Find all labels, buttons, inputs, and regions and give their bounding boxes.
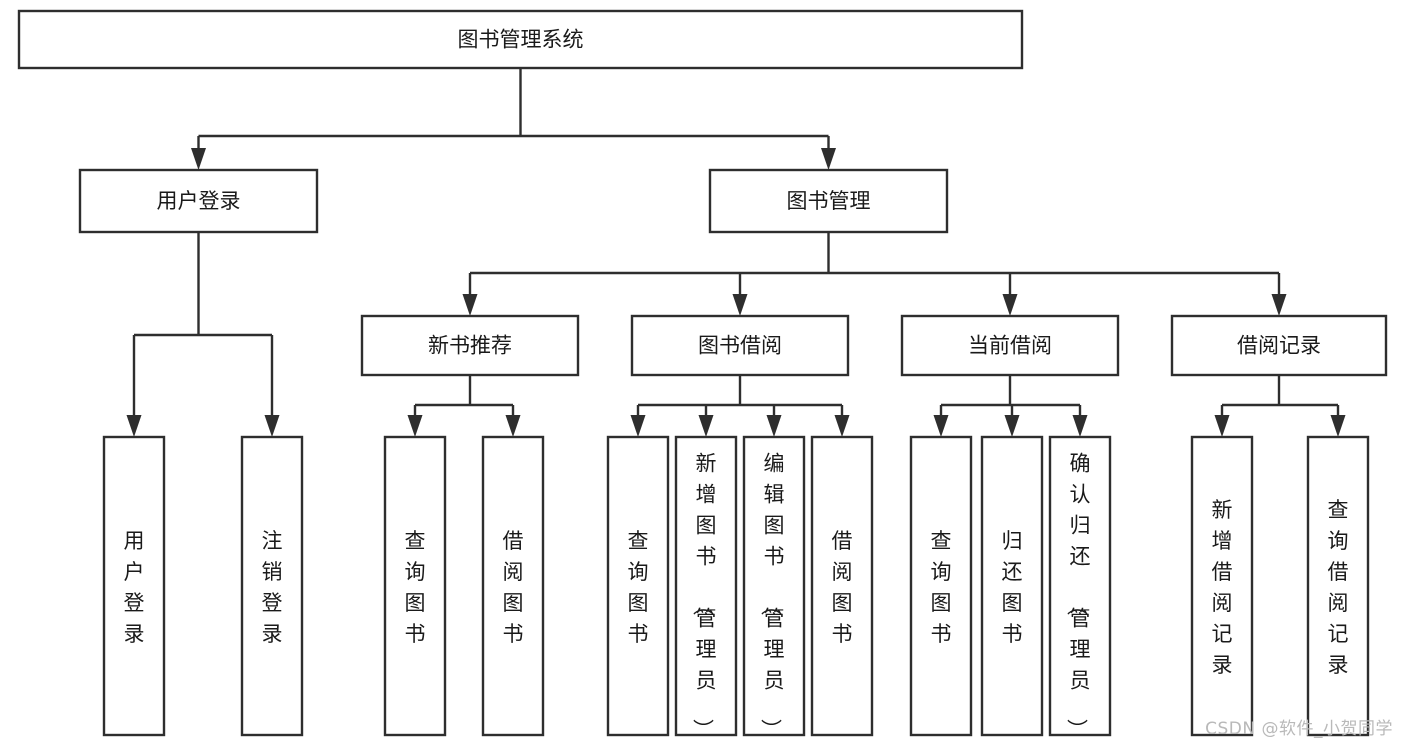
node-label: 当前借阅 — [968, 334, 1052, 358]
node-label: 图书管理系统 — [458, 28, 584, 52]
connector-user-login — [126, 232, 280, 437]
arrow-head — [264, 415, 280, 437]
node-book-manage[interactable]: 图书管理 — [708, 168, 949, 234]
node-label: 新书推荐 — [428, 334, 512, 358]
arrow-head — [1271, 294, 1287, 316]
node-label: 注销登录 — [262, 529, 283, 646]
node-leaf-logout[interactable]: 注销登录 — [240, 435, 304, 737]
node-box[interactable] — [360, 314, 580, 377]
node-label: 查询图书 — [931, 529, 952, 646]
node-leaf-add-record[interactable]: 新增借阅记录 — [1190, 435, 1254, 737]
node-box[interactable] — [810, 435, 874, 737]
arrow-head — [407, 415, 423, 437]
node-box[interactable] — [1170, 314, 1388, 377]
arrow-head — [732, 294, 748, 316]
node-label: 图书借阅 — [698, 334, 782, 358]
node-current-borrow[interactable]: 当前借阅 — [900, 314, 1120, 377]
connector-new-book-rec — [407, 375, 521, 437]
node-label: 查询图书 — [405, 529, 426, 646]
connector-book-manage — [462, 232, 1287, 316]
node-user-login[interactable]: 用户登录 — [78, 168, 319, 234]
node-new-book-rec[interactable]: 新书推荐 — [360, 314, 580, 377]
node-leaf-query-book-2[interactable]: 查询图书 — [606, 435, 670, 737]
node-box[interactable] — [1190, 435, 1254, 737]
node-box[interactable] — [674, 435, 738, 737]
node-box[interactable] — [240, 435, 304, 737]
arrow-head — [630, 415, 646, 437]
node-label: 借阅记录 — [1237, 334, 1321, 358]
node-leaf-edit-book[interactable]: 编辑图书（管理员） — [742, 435, 806, 740]
arrow-head — [505, 415, 521, 437]
node-label: 编辑图书（管理员） — [759, 452, 785, 740]
arrow-head — [933, 415, 949, 437]
node-label: 图书管理 — [787, 189, 871, 213]
connector-borrow-record — [1214, 375, 1346, 437]
node-box[interactable] — [383, 435, 447, 737]
node-label: 确认归还（管理员） — [1065, 452, 1091, 740]
node-leaf-add-book[interactable]: 新增图书（管理员） — [674, 435, 738, 740]
node-leaf-borrow-book-2[interactable]: 借阅图书 — [810, 435, 874, 737]
connector-current-borrow — [933, 375, 1088, 437]
node-box[interactable] — [900, 314, 1120, 377]
arrow-head — [698, 415, 714, 437]
node-box[interactable] — [481, 435, 545, 737]
arrow-head — [1002, 294, 1018, 316]
node-label: 新增图书（管理员） — [691, 452, 717, 740]
node-label: 借阅图书 — [832, 529, 853, 646]
node-box[interactable] — [606, 435, 670, 737]
arrow-head — [834, 415, 850, 437]
node-box[interactable] — [102, 435, 166, 737]
node-label: 新增借阅记录 — [1212, 498, 1233, 677]
node-leaf-query-book-3[interactable]: 查询图书 — [909, 435, 973, 737]
node-label: 归还图书 — [1002, 529, 1023, 646]
arrow-head — [191, 148, 206, 170]
arrow-head — [766, 415, 782, 437]
nodes-layer: 图书管理系统用户登录图书管理新书推荐图书借阅当前借阅借阅记录用户登录注销登录查询… — [17, 9, 1388, 740]
node-leaf-user-login[interactable]: 用户登录 — [102, 435, 166, 737]
arrow-head — [1214, 415, 1230, 437]
arrow-head — [126, 415, 142, 437]
node-box[interactable] — [909, 435, 973, 737]
node-borrow-record[interactable]: 借阅记录 — [1170, 314, 1388, 377]
node-leaf-confirm-return[interactable]: 确认归还（管理员） — [1048, 435, 1112, 740]
node-box[interactable] — [742, 435, 806, 737]
node-leaf-query-book-1[interactable]: 查询图书 — [383, 435, 447, 737]
arrow-head — [821, 148, 836, 170]
arrow-head — [1330, 415, 1346, 437]
node-leaf-query-record[interactable]: 查询借阅记录 — [1306, 435, 1370, 737]
node-root[interactable]: 图书管理系统 — [17, 9, 1024, 70]
node-leaf-return-book[interactable]: 归还图书 — [980, 435, 1044, 737]
arrow-head — [1004, 415, 1020, 437]
connector-book-borrow — [630, 375, 850, 437]
node-box[interactable] — [1306, 435, 1370, 737]
node-label: 查询图书 — [628, 529, 649, 646]
arrow-head — [1072, 415, 1088, 437]
node-label: 用户登录 — [157, 189, 241, 213]
node-label: 用户登录 — [124, 529, 145, 646]
node-book-borrow[interactable]: 图书借阅 — [630, 314, 850, 377]
node-label: 借阅图书 — [503, 529, 524, 646]
node-label: 查询借阅记录 — [1328, 498, 1349, 677]
node-box[interactable] — [1048, 435, 1112, 737]
arrow-head — [462, 294, 478, 316]
connectors-layer — [126, 68, 1346, 437]
node-box[interactable] — [630, 314, 850, 377]
node-box[interactable] — [17, 9, 1024, 70]
node-box[interactable] — [78, 168, 319, 234]
connector-root — [191, 68, 836, 170]
node-box[interactable] — [980, 435, 1044, 737]
node-box[interactable] — [708, 168, 949, 234]
node-leaf-borrow-book-1[interactable]: 借阅图书 — [481, 435, 545, 737]
